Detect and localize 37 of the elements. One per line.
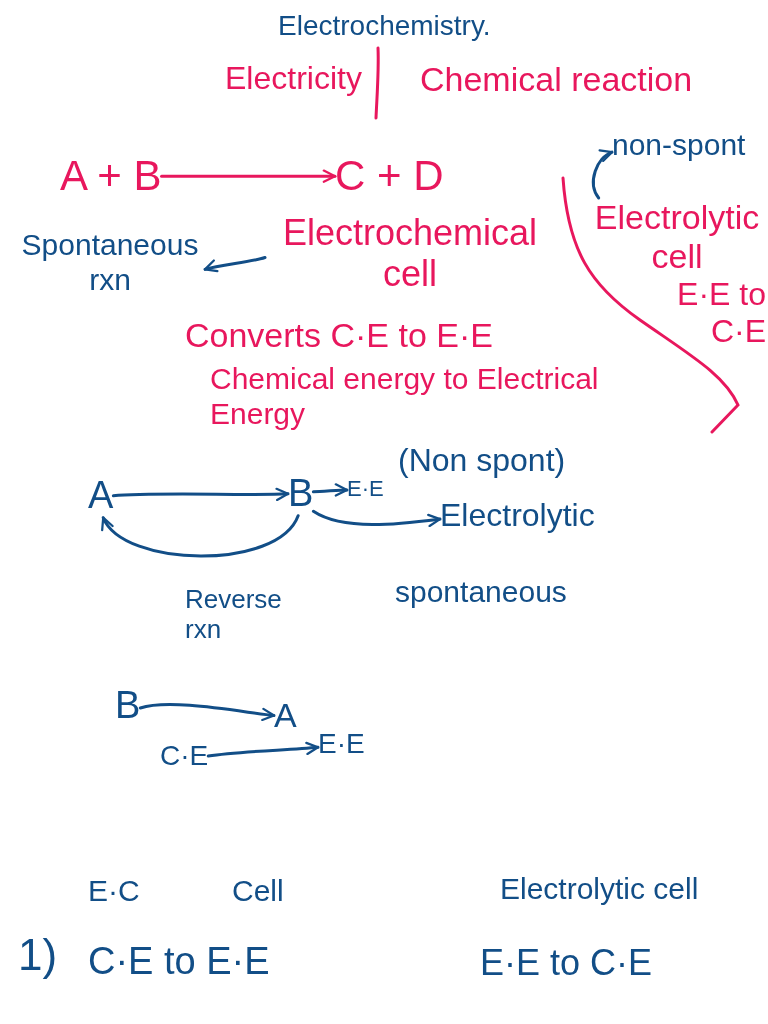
node-label: B — [288, 472, 314, 516]
node-label: A + B — [60, 152, 162, 201]
node-label: A — [88, 474, 114, 518]
arrow — [203, 256, 267, 273]
heading: Electrochemistry. — [278, 10, 491, 43]
column-header: Electrolytic cell — [500, 872, 699, 907]
node-label: B — [115, 684, 141, 728]
arrow — [111, 487, 290, 501]
annotation-text: (Non spont) — [398, 442, 566, 479]
node-label: Electrochemical cell — [265, 212, 555, 295]
node-label: E·E — [318, 728, 365, 761]
node-heading: Electrolytic cell — [593, 198, 761, 277]
node-label: Spontaneous rxn — [15, 228, 205, 297]
node-label: Electrolytic — [440, 497, 595, 534]
table-text: C·E to E·E — [88, 940, 270, 984]
note-text: Chemical energy to Electrical Energy — [210, 362, 600, 431]
column-header: Cell — [232, 874, 284, 909]
table-text: E·E to C·E — [480, 942, 653, 984]
curved-arrow — [591, 150, 614, 200]
subheading: Electricity — [225, 60, 362, 97]
arrow — [138, 703, 276, 721]
arrow — [206, 741, 320, 758]
node-text: E·E to C·E — [676, 276, 766, 350]
curved-arrow — [101, 514, 300, 558]
subheading: Chemical reaction — [420, 60, 693, 100]
note-text: spontaneous — [395, 575, 567, 610]
node-label: C·E — [160, 740, 209, 773]
note-text: Converts C·E to E·E — [185, 316, 493, 356]
column-header: E·C — [88, 874, 140, 909]
curved-arrow — [311, 509, 442, 528]
node-label: C + D — [335, 152, 444, 201]
node-label: non-spont — [612, 128, 746, 163]
node-label: E·E — [347, 476, 384, 502]
arrow — [160, 169, 337, 183]
arrow — [311, 483, 349, 497]
node-label: A — [274, 696, 297, 736]
list-number: 1) — [18, 930, 58, 981]
